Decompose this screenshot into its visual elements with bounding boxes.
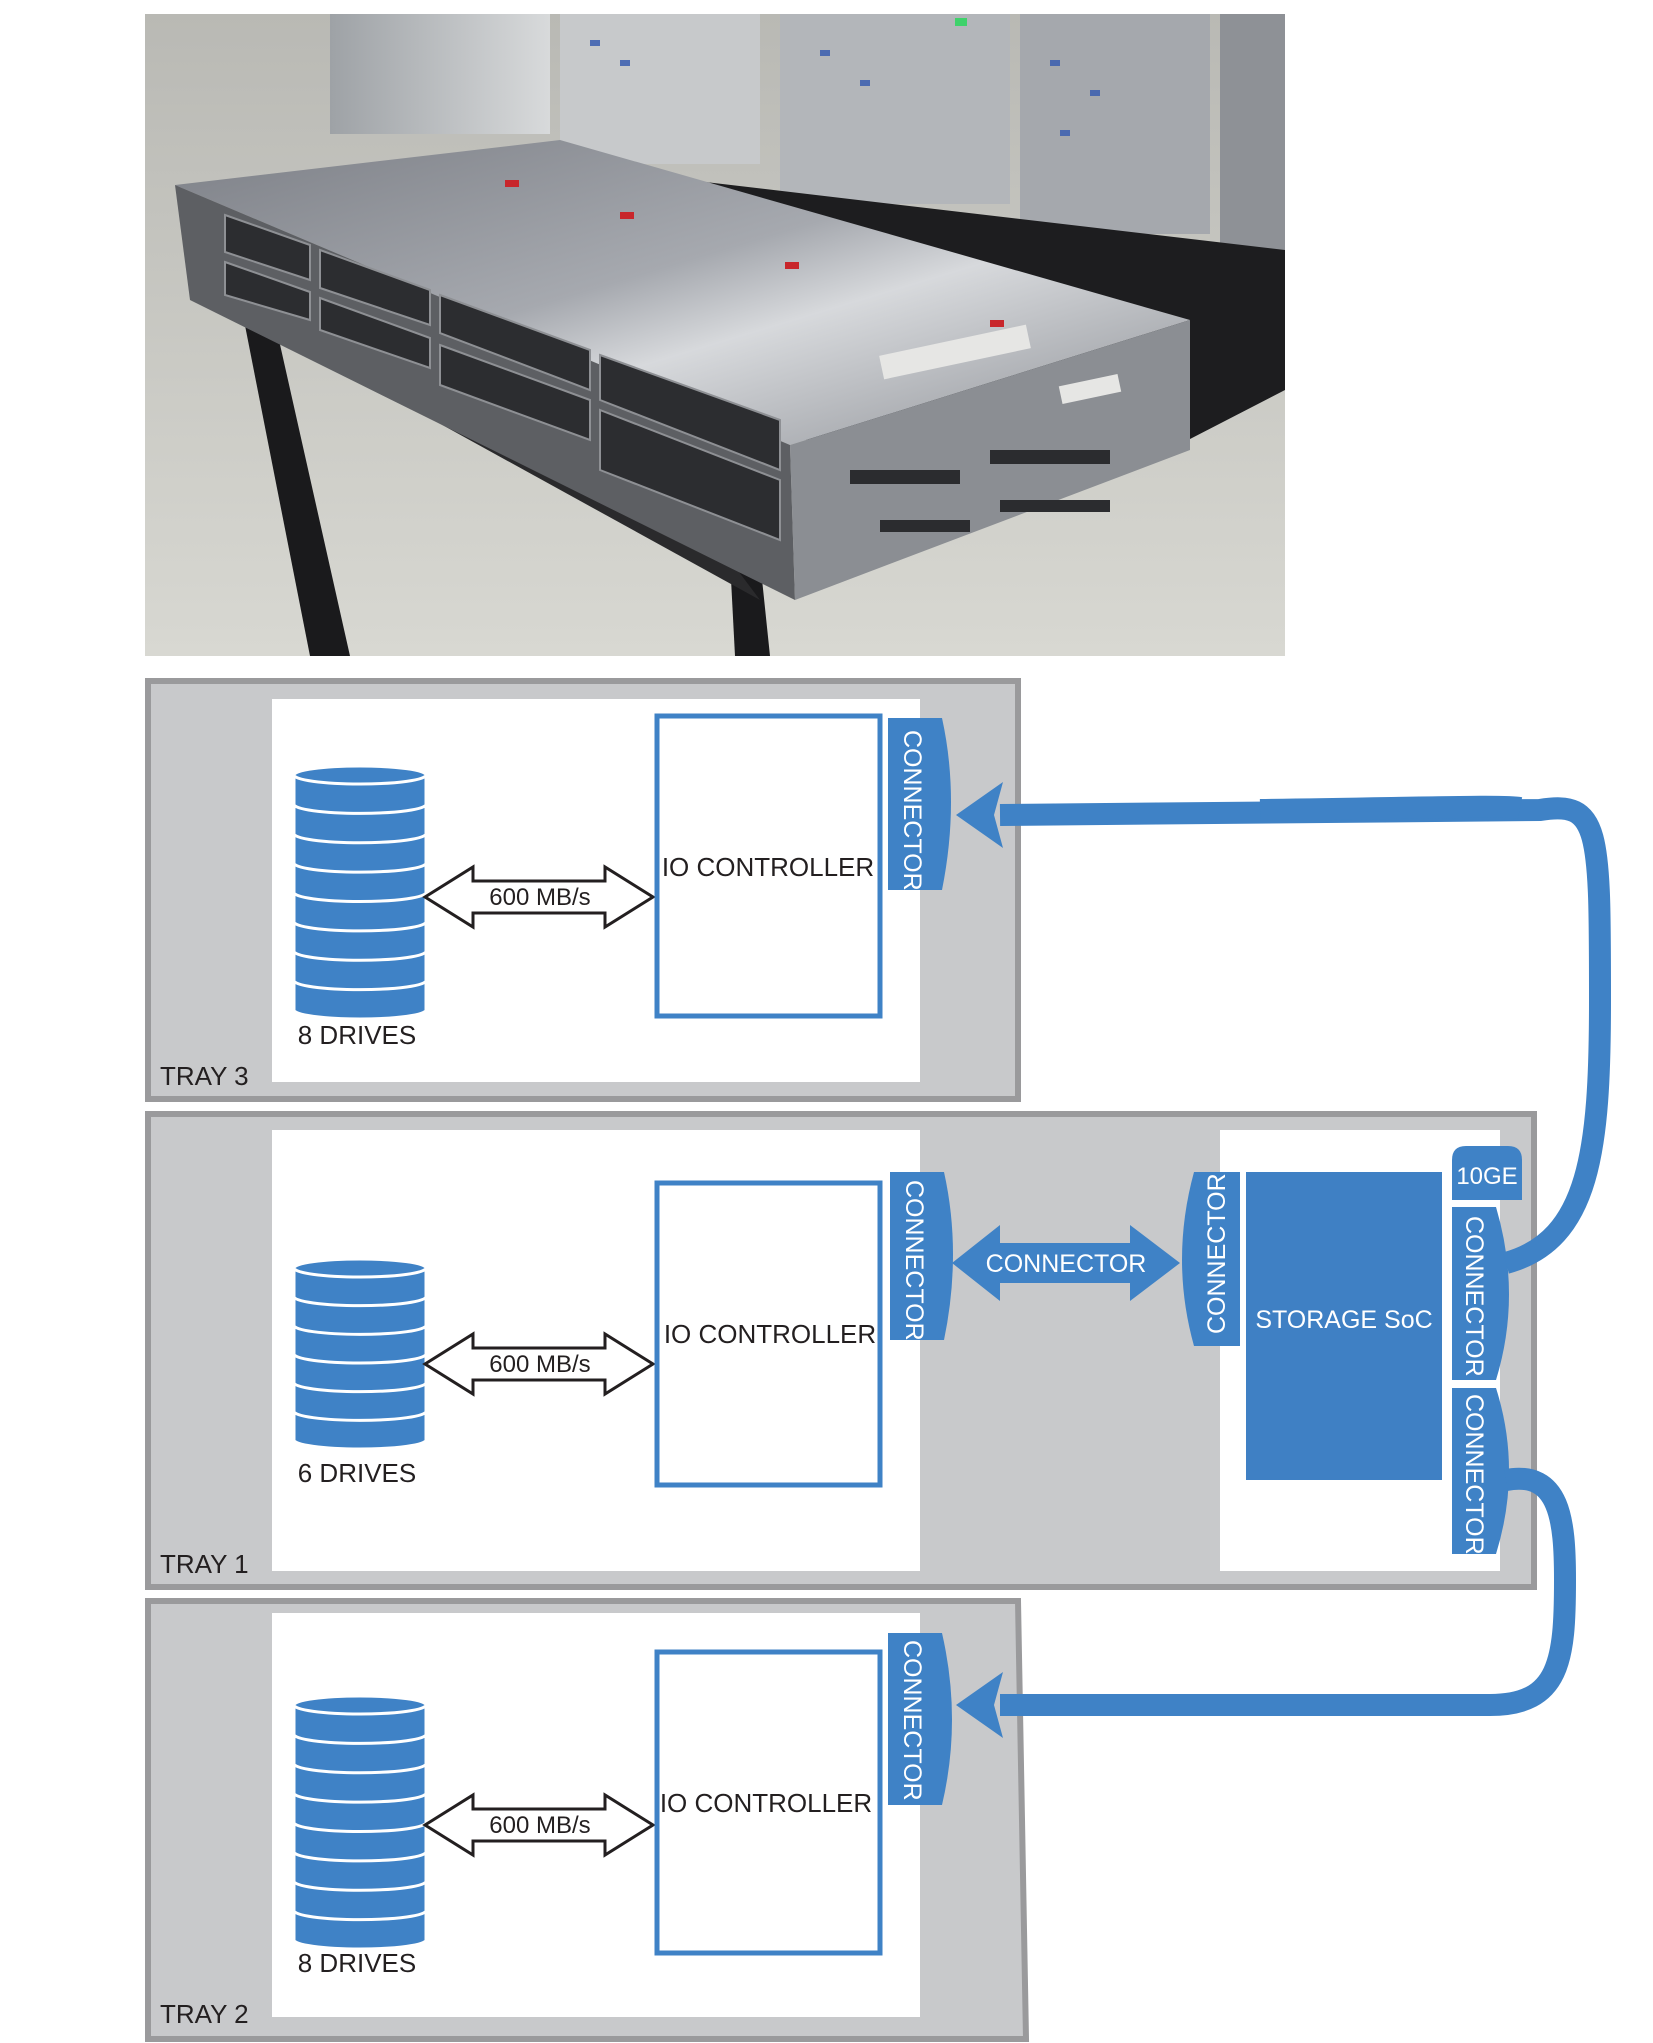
disk-platter	[292, 1295, 428, 1336]
bidirectional-arrow: 600 MB/s	[422, 864, 656, 930]
tray-label: TRAY 1	[160, 1549, 249, 1579]
storage-server-photo	[145, 14, 1285, 656]
tray-3: TRAY 3 8 DRIVES 600 MB/s IO CONTROLLER C…	[145, 678, 1021, 1102]
io-controller-label: IO CONTROLLER	[662, 852, 874, 882]
disk-platter	[292, 1381, 428, 1422]
drive-stack	[292, 1257, 428, 1451]
bidirectional-arrow: 600 MB/s	[422, 1331, 656, 1397]
disk-platter	[292, 979, 428, 1021]
disk-platter	[292, 1850, 428, 1892]
disk-top-cap	[292, 764, 428, 786]
drives-label: 6 DRIVES	[298, 1458, 417, 1488]
tray-label: TRAY 2	[160, 1999, 249, 2029]
tray-label: TRAY 3	[160, 1061, 249, 1091]
disk-platter	[292, 891, 428, 933]
connector-label: CONNECTOR	[1203, 1173, 1231, 1334]
drives-label: 8 DRIVES	[298, 1020, 417, 1050]
connector: CONNECTOR	[888, 1633, 952, 1805]
io-controller	[654, 1180, 883, 1488]
disk-platter	[292, 861, 428, 903]
connector-label: CONNECTOR	[898, 730, 926, 891]
connector-label: CONNECTOR	[1460, 1394, 1488, 1555]
connector-label: CONNECTOR	[900, 1180, 928, 1341]
drive-stack	[292, 1694, 428, 1951]
io-controller-label: IO CONTROLLER	[664, 1319, 876, 1349]
disk-platter	[292, 802, 428, 845]
disk-platter	[292, 1879, 428, 1922]
connector-label: CONNECTOR	[898, 1640, 926, 1801]
disk-platter	[292, 1409, 428, 1451]
connector-link-label: CONNECTOR	[986, 1250, 1147, 1278]
disk-platter	[292, 1703, 428, 1745]
disk-top-cap	[292, 1257, 428, 1279]
connector: CONNECTOR	[890, 1172, 953, 1341]
connector: CONNECTOR	[888, 718, 951, 891]
link-speed-label: 600 MB/s	[489, 1812, 590, 1839]
disk-platter	[292, 1909, 428, 1951]
10ge-port: 10GE	[1452, 1146, 1522, 1200]
port-label: 10GE	[1456, 1163, 1517, 1190]
cable-to-tray-2	[956, 1467, 1577, 1738]
io-controller	[654, 1649, 883, 1956]
disk-platter	[292, 1323, 428, 1365]
disk-platter	[292, 1762, 428, 1804]
disk-platter	[292, 773, 428, 815]
disk-platter	[292, 1821, 428, 1863]
disk-platter	[292, 1732, 428, 1775]
io-controller-label: IO CONTROLLER	[660, 1788, 872, 1818]
link-speed-label: 600 MB/s	[489, 884, 590, 911]
link-speed-label: 600 MB/s	[489, 1351, 590, 1378]
soc-left-connector: CONNECTOR	[1182, 1172, 1240, 1346]
disk-platter	[292, 1352, 428, 1394]
disk-top-cap	[292, 1694, 428, 1716]
io-controller	[654, 713, 883, 1019]
drive-stack	[292, 764, 428, 1021]
background-racks	[330, 14, 1285, 264]
bidirectional-arrow: 600 MB/s	[422, 1792, 656, 1858]
soc-right-connector-top: CONNECTOR	[1452, 1207, 1509, 1380]
storage-soc	[1246, 1172, 1442, 1480]
connector-label: CONNECTOR	[1460, 1216, 1488, 1377]
tray-2: TRAY 2 8 DRIVES 600 MB/s IO CONTROLLER C…	[145, 1598, 1030, 2042]
connector-link-arrow: CONNECTOR	[952, 1225, 1180, 1301]
drives-label: 8 DRIVES	[298, 1948, 417, 1978]
tray-1: TRAY 1 6 DRIVES 600 MB/s IO CONTROLLER C…	[145, 1111, 1537, 1590]
disk-platter	[292, 920, 428, 962]
disk-platter	[292, 1266, 428, 1308]
disk-platter	[292, 832, 428, 874]
disk-platter	[292, 949, 428, 992]
storage-soc-label: STORAGE SoC	[1255, 1306, 1432, 1334]
soc-right-connector-bottom: CONNECTOR	[1452, 1388, 1509, 1555]
cable-to-tray-3	[956, 782, 1612, 1274]
